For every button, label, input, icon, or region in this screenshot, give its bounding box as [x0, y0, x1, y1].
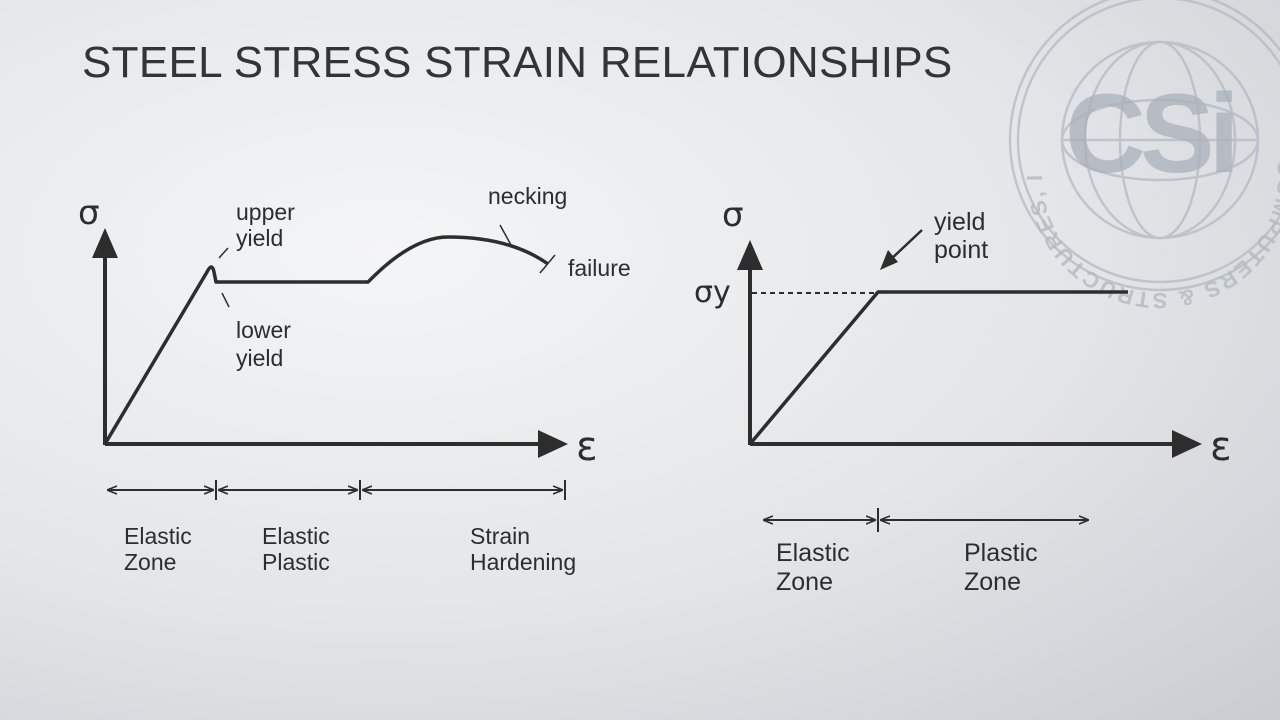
upper-yield-label-2: yield: [236, 225, 283, 251]
right-sigma-label: σ: [722, 195, 744, 235]
left-zone-2-line1: Elastic: [262, 523, 330, 549]
left-zone-1-line2: Zone: [124, 549, 176, 575]
sigma-y-label: σy: [694, 275, 731, 310]
necking-label: necking: [488, 183, 567, 209]
left-zone-1-line1: Elastic: [124, 523, 192, 549]
left-zone-2-line2: Plastic: [262, 549, 330, 575]
yield-point-label-2: point: [934, 236, 988, 264]
upper-yield-label-1: upper: [236, 199, 295, 225]
left-zone-3-line2: Hardening: [470, 549, 576, 575]
lower-yield-label-2: yield: [236, 345, 283, 371]
right-zone-2-line1: Plastic: [964, 539, 1038, 567]
left-stress-strain-curve: [103, 235, 550, 445]
left-sigma-label: σ: [78, 193, 100, 233]
lower-yield-label-1: lower: [236, 317, 291, 343]
left-epsilon-label: ε: [576, 424, 598, 470]
yield-point-label-1: yield: [934, 208, 985, 236]
left-zone-3-line1: Strain: [470, 523, 530, 549]
right-elastic-plastic-curve: [748, 290, 1128, 446]
logo-letters: CSi: [1065, 71, 1234, 196]
failure-label: failure: [568, 255, 631, 281]
right-zone-1-line2: Zone: [776, 568, 833, 596]
right-zone-1-line1: Elastic: [776, 539, 850, 567]
slide-title: STEEL STRESS STRAIN RELATIONSHIPS: [82, 38, 953, 87]
right-zone-2-line2: Zone: [964, 568, 1021, 596]
right-epsilon-label: ε: [1210, 424, 1232, 470]
